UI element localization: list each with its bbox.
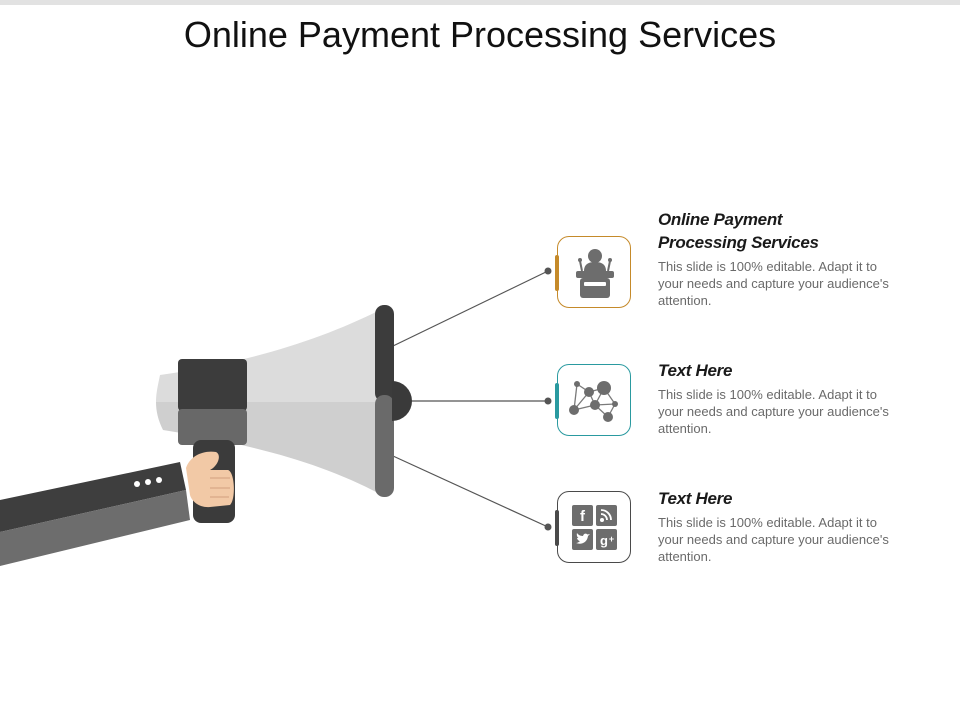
icon-box-accent [555, 383, 559, 419]
svg-text:f: f [580, 508, 586, 525]
item-3: Text Here This slide is 100% editable. A… [658, 487, 908, 565]
cuff-button [156, 477, 162, 483]
icon-box-1 [555, 236, 631, 308]
megaphone-body-bottom [178, 409, 247, 445]
top-bar [0, 0, 960, 5]
item-description: This slide is 100% editable. Adapt it to… [658, 259, 889, 308]
item-1: Online Payment Processing Services This … [658, 208, 908, 309]
facebook-icon: f [572, 505, 593, 526]
cuff-button [145, 479, 151, 485]
arm-sleeve-bottom [0, 490, 190, 566]
twitter-icon [572, 529, 593, 550]
megaphone-body-top [178, 359, 247, 411]
finger-lines [210, 477, 230, 498]
icon-box-3: f g + [555, 491, 631, 563]
cuff-button [134, 481, 140, 487]
item-description: This slide is 100% editable. Adapt it to… [658, 515, 889, 564]
icon-box-2 [555, 364, 631, 436]
megaphone-rim-bottom [375, 395, 394, 497]
connector-dot-3 [544, 523, 552, 531]
svg-text:g: g [600, 533, 608, 548]
megaphone-speaker-cap [392, 381, 412, 421]
item-description: This slide is 100% editable. Adapt it to… [658, 387, 889, 436]
megaphone-rim-top [375, 305, 394, 402]
network-icon [569, 381, 618, 422]
connector-line-1 [392, 270, 549, 347]
icon-box-accent [555, 510, 559, 546]
svg-text:+: + [609, 534, 614, 544]
item-title: Online Payment Processing Services [658, 210, 819, 252]
item-title: Text Here [658, 361, 733, 380]
connector-dot-2 [544, 397, 552, 405]
connector-line-3 [392, 455, 549, 528]
hand [186, 451, 234, 508]
arm-sleeve-top [0, 462, 186, 532]
item-title: Text Here [658, 489, 733, 508]
rss-icon [596, 505, 617, 526]
google-plus-icon: g + [596, 529, 617, 550]
slide-title: Online Payment Processing Services [183, 14, 777, 55]
social-media-icon: f g + [572, 505, 617, 550]
presenter-podium-icon [576, 249, 614, 298]
icon-box-accent [555, 255, 559, 291]
item-2: Text Here This slide is 100% editable. A… [658, 359, 908, 437]
connector-dot-1 [544, 267, 552, 275]
